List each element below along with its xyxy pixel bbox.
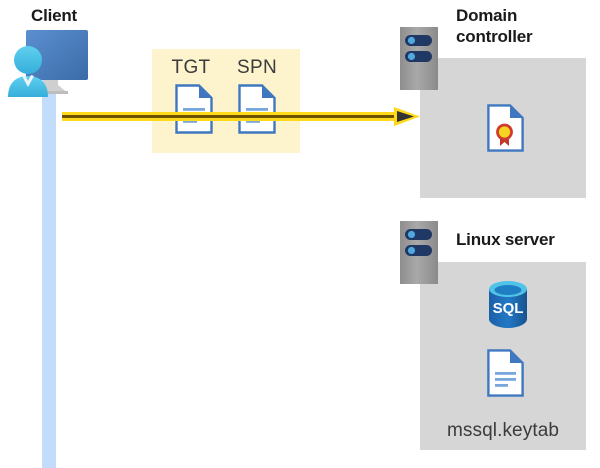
keytab-document-icon [487, 349, 524, 397]
sql-database-label: SQL [493, 300, 524, 317]
domain-controller-server-icon [400, 27, 438, 90]
linux-server-title: Linux server [456, 230, 555, 249]
linux-server-server-icon [400, 221, 438, 284]
client-icon [4, 27, 92, 99]
domain-controller-title: Domain controller [456, 6, 533, 46]
token-label-spn: SPN [237, 57, 277, 78]
auth-request-arrow [62, 105, 420, 129]
keytab-file-label: mssql.keytab [446, 420, 560, 441]
client-title: Client [31, 6, 78, 25]
token-label-tgt: TGT [171, 57, 211, 78]
certificate-document-icon [487, 104, 524, 152]
client-lifeline [42, 72, 56, 468]
sql-database-icon: SQL [486, 279, 530, 329]
